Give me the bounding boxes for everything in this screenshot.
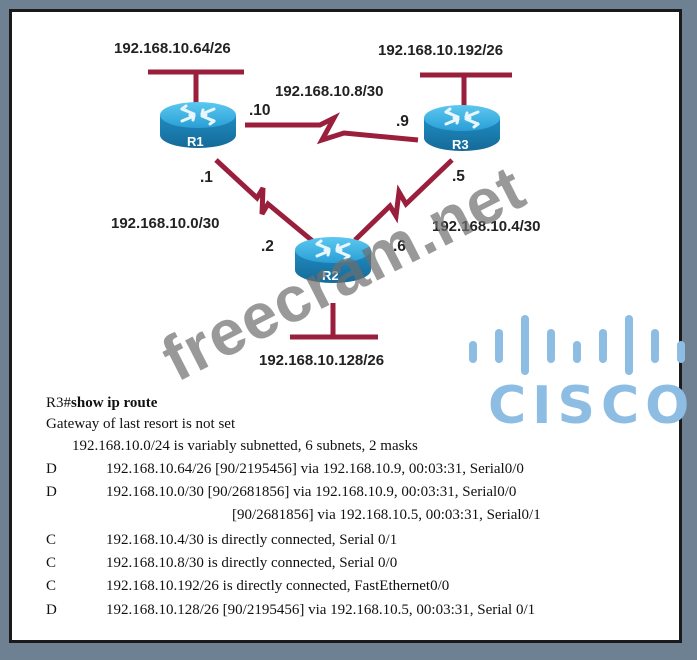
router-r3-label: R3	[452, 137, 469, 152]
route-entry: D 192.168.10.0/30 [90/2681856] via 192.16…	[46, 482, 516, 502]
cli-command: show ip route	[71, 395, 158, 411]
route-entry: C 192.168.10.8/30 is directly connected, …	[46, 553, 397, 573]
route-text: 192.168.10.8/30 is directly connected, S…	[106, 555, 398, 571]
route-code: C	[46, 555, 57, 571]
cli-summary-line: 192.168.10.0/24 is variably subnetted, 6…	[72, 438, 418, 454]
r3-lan-network-label: 192.168.10.192/26	[378, 42, 504, 59]
router-r2-label: R2	[322, 268, 339, 283]
r3-r2-network-label: 192.168.10.4/30	[432, 218, 541, 235]
r1-r3-r1-host-label: .10	[249, 102, 271, 119]
r3-r2-serial-link	[353, 158, 454, 242]
r1-r2-r2-host-label: .2	[261, 238, 274, 255]
cisco-logo-word: CISCO	[488, 376, 696, 436]
route-entry: D 192.168.10.128/26 [90/2195456] via 192.…	[46, 600, 535, 620]
route-text: [90/2681856] via 192.168.10.5, 00:03:31,…	[232, 507, 541, 523]
cli-command-line: R3#show ip route	[46, 393, 157, 413]
route-entry: C 192.168.10.4/30 is directly connected, …	[46, 530, 397, 550]
r3-r2-r2-host-label: .6	[393, 238, 406, 255]
r1-lan-network-label: 192.168.10.64/26	[114, 40, 231, 57]
cli-prompt: R3#	[46, 395, 72, 411]
cisco-logo-bars-icon	[469, 315, 685, 375]
route-text: 192.168.10.192/26 is directly connected,…	[106, 578, 450, 594]
route-code: D	[46, 602, 57, 618]
r2-lan-network-label: 192.168.10.128/26	[259, 352, 385, 369]
route-entry: D 192.168.10.64/26 [90/2195456] via 192.1…	[46, 459, 524, 479]
route-code: C	[46, 578, 57, 594]
r1-r3-r3-host-label: .9	[396, 113, 409, 130]
route-text: 192.168.10.128/26 [90/2195456] via 192.1…	[106, 602, 536, 618]
r1-r3-network-label: 192.168.10.8/30	[275, 83, 384, 100]
route-code: D	[46, 461, 57, 477]
router-r1-label: R1	[187, 134, 204, 149]
route-text: 192.168.10.64/26 [90/2195456] via 192.16…	[106, 461, 524, 477]
r1-r2-serial-link	[214, 158, 317, 245]
r1-r2-network-label: 192.168.10.0/30	[111, 215, 220, 232]
figure-frame	[9, 9, 682, 643]
route-code: D	[46, 484, 57, 500]
r1-r2-r1-host-label: .1	[200, 169, 213, 186]
route-text: 192.168.10.0/30 [90/2681856] via 192.168…	[106, 484, 517, 500]
cli-gateway-line: Gateway of last resort is not set	[46, 416, 236, 432]
route-text: 192.168.10.4/30 is directly connected, S…	[106, 532, 398, 548]
route-code: C	[46, 532, 57, 548]
r3-r2-r3-host-label: .5	[452, 168, 465, 185]
route-entry: C 192.168.10.192/26 is directly connected…	[46, 576, 449, 596]
r1-r3-serial-link	[245, 112, 419, 145]
route-entry-continuation: [90/2681856] via 192.168.10.5, 00:03:31,…	[232, 505, 541, 525]
